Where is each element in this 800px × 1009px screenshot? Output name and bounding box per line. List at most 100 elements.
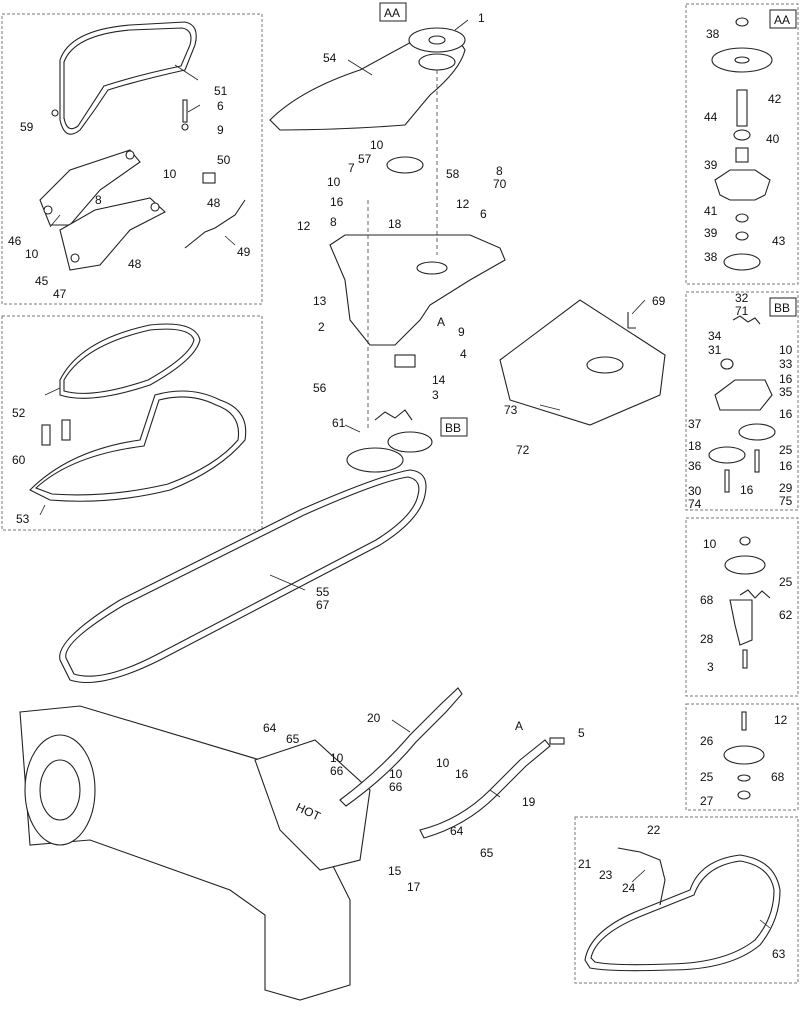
label-45: 45: [35, 274, 49, 288]
label-33: 33: [779, 357, 793, 371]
label-25-a: 25: [779, 443, 793, 457]
bracket-28: [729, 599, 753, 646]
label-74: 74: [688, 497, 702, 511]
tag-box-aa-center: [379, 2, 407, 22]
label-25-c: 25: [700, 770, 714, 784]
label-50: 50: [217, 153, 231, 167]
label-64-a: 64: [263, 721, 277, 735]
label-65-b: 65: [480, 846, 494, 860]
belt-55: [59, 469, 427, 683]
pin-69: [627, 312, 636, 329]
label-40: 40: [766, 132, 780, 146]
label-38-a: 38: [706, 27, 720, 41]
label-21: 21: [578, 857, 592, 871]
label-8-a: 8: [496, 164, 503, 178]
label-7: 7: [348, 161, 355, 175]
label-53: 53: [16, 512, 30, 526]
callout-bb-right: BB: [774, 301, 790, 315]
pulley-1-lower: [418, 53, 456, 71]
label-55: 55: [316, 585, 330, 599]
label-51: 51: [214, 84, 228, 98]
label-19: 19: [522, 795, 536, 809]
label-12-c: 12: [774, 713, 788, 727]
label-38-b: 38: [704, 250, 718, 264]
tag-box-bb-center: [440, 417, 468, 437]
label-39-a: 39: [704, 158, 718, 172]
label-29: 29: [779, 481, 793, 495]
bracket-14: [394, 354, 416, 368]
callout-a-lower: A: [515, 719, 523, 733]
label-32: 32: [735, 291, 749, 305]
belt-63-inner: [590, 860, 775, 966]
label-35: 35: [779, 385, 793, 399]
panel-idler-bracket: [685, 517, 799, 697]
label-31: 31: [708, 343, 722, 357]
nut-27: [737, 790, 751, 800]
idler-bracket-bb: [714, 379, 773, 411]
label-9-b: 9: [217, 123, 224, 137]
pulley-25-bb: [738, 423, 776, 441]
mount-plate-2: [329, 234, 506, 346]
label-16-f: 16: [455, 767, 469, 781]
label-66-b: 66: [389, 780, 403, 794]
label-48-b: 48: [128, 257, 142, 271]
panel-aa-pulley-stack: [685, 3, 799, 285]
pulley-43: [723, 253, 761, 271]
callout-bb-center: BB: [445, 421, 461, 435]
label-73: 73: [504, 403, 518, 417]
label-6-b: 6: [217, 99, 224, 113]
idler-pulleys-61-b: [387, 431, 433, 453]
belt-51-inner: [63, 27, 192, 130]
label-52: 52: [12, 406, 26, 420]
spring-49: [184, 199, 246, 249]
bolt-29: [754, 449, 760, 473]
pulley-1-hub: [428, 35, 446, 45]
label-39-b: 39: [704, 226, 718, 240]
label-67: 67: [316, 598, 330, 612]
label-66-a: 66: [330, 764, 344, 778]
pulley-57: [386, 156, 424, 174]
label-72: 72: [516, 443, 530, 457]
mount-plate-73: [499, 299, 666, 426]
washer-39: [735, 213, 749, 223]
label-62: 62: [779, 608, 793, 622]
label-61: 61: [332, 416, 346, 430]
label-16-c: 16: [779, 407, 793, 421]
bolt-6: [182, 99, 188, 123]
label-68-a: 68: [700, 593, 714, 607]
belt-53-inner: [34, 396, 240, 496]
label-10-f: 10: [703, 537, 717, 551]
spring-34: [732, 315, 761, 325]
housing-side-port: [39, 759, 81, 821]
nut-10: [739, 536, 751, 546]
panel-belts: [1, 315, 263, 531]
label-43: 43: [772, 234, 786, 248]
idler-pulleys-61: [346, 447, 404, 473]
washer-59: [51, 109, 59, 117]
label-49: 49: [237, 245, 251, 259]
label-5: 5: [578, 726, 585, 740]
label-24: 24: [622, 881, 636, 895]
label-8-c: 8: [95, 193, 102, 207]
label-13: 13: [313, 294, 327, 308]
label-44: 44: [704, 110, 718, 124]
idler-arm-46: [39, 149, 141, 226]
label-6-a: 6: [480, 207, 487, 221]
label-70: 70: [493, 177, 507, 191]
plate-73-hole: [586, 356, 624, 374]
tag-box-bb-right: [769, 297, 797, 317]
label-64-b: 64: [450, 824, 464, 838]
washer-38b: [735, 231, 749, 241]
rod-19: [419, 739, 551, 839]
label-12-b: 12: [297, 219, 311, 233]
label-56: 56: [313, 381, 327, 395]
panel-idler-arms: [1, 13, 263, 305]
label-17: 17: [407, 880, 421, 894]
pulley-25-d: [723, 745, 765, 765]
plate-hole: [416, 261, 448, 275]
label-10-b: 10: [327, 175, 341, 189]
idler-arm-45: [59, 197, 166, 271]
washer-68: [737, 774, 751, 782]
callout-a-center: A: [437, 315, 445, 329]
belt-53: [29, 390, 247, 502]
